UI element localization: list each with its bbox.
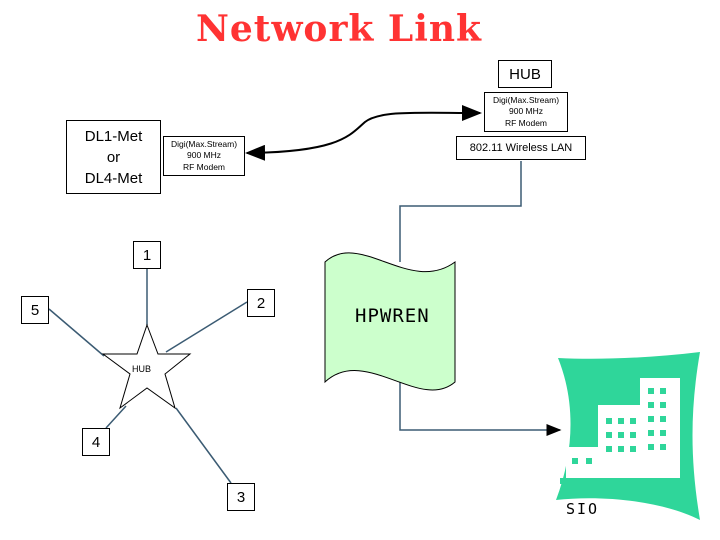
wlan-to-hpwren-link [399,161,522,262]
spoke-node-2 [165,301,248,353]
wireless-lan-box: 802.11 Wireless LAN [456,136,586,160]
rf-modem-datalogger-box: Digi(Max.Stream) 900 MHz RF Modem [163,136,245,176]
star-node-1: 1 [133,241,161,269]
rf-link-arrow [245,104,482,161]
star-node-2: 2 [247,289,275,317]
hpwren-shape [324,252,456,391]
datalogger-box: DL1-Met or DL4-Met [66,120,161,194]
sio-label: SIO [566,500,600,518]
star-node-3: 3 [227,483,255,511]
page-title: Network Link [196,8,482,50]
spoke-node-3 [175,407,232,484]
star-node-4: 4 [82,428,110,456]
star-hub-label: HUB [132,364,152,374]
spoke-node-4 [105,405,127,429]
rf-modem-hub-box: Digi(Max.Stream) 900 MHz RF Modem [484,92,568,132]
hub-box: HUB [498,60,552,88]
hpwren-to-sio-link [399,382,562,436]
hub-star-shape [101,323,192,410]
sio-logo-icon [556,352,700,520]
spoke-node-5 [48,308,105,357]
star-node-5: 5 [21,296,49,324]
hpwren-label: HPWREN [355,305,430,327]
